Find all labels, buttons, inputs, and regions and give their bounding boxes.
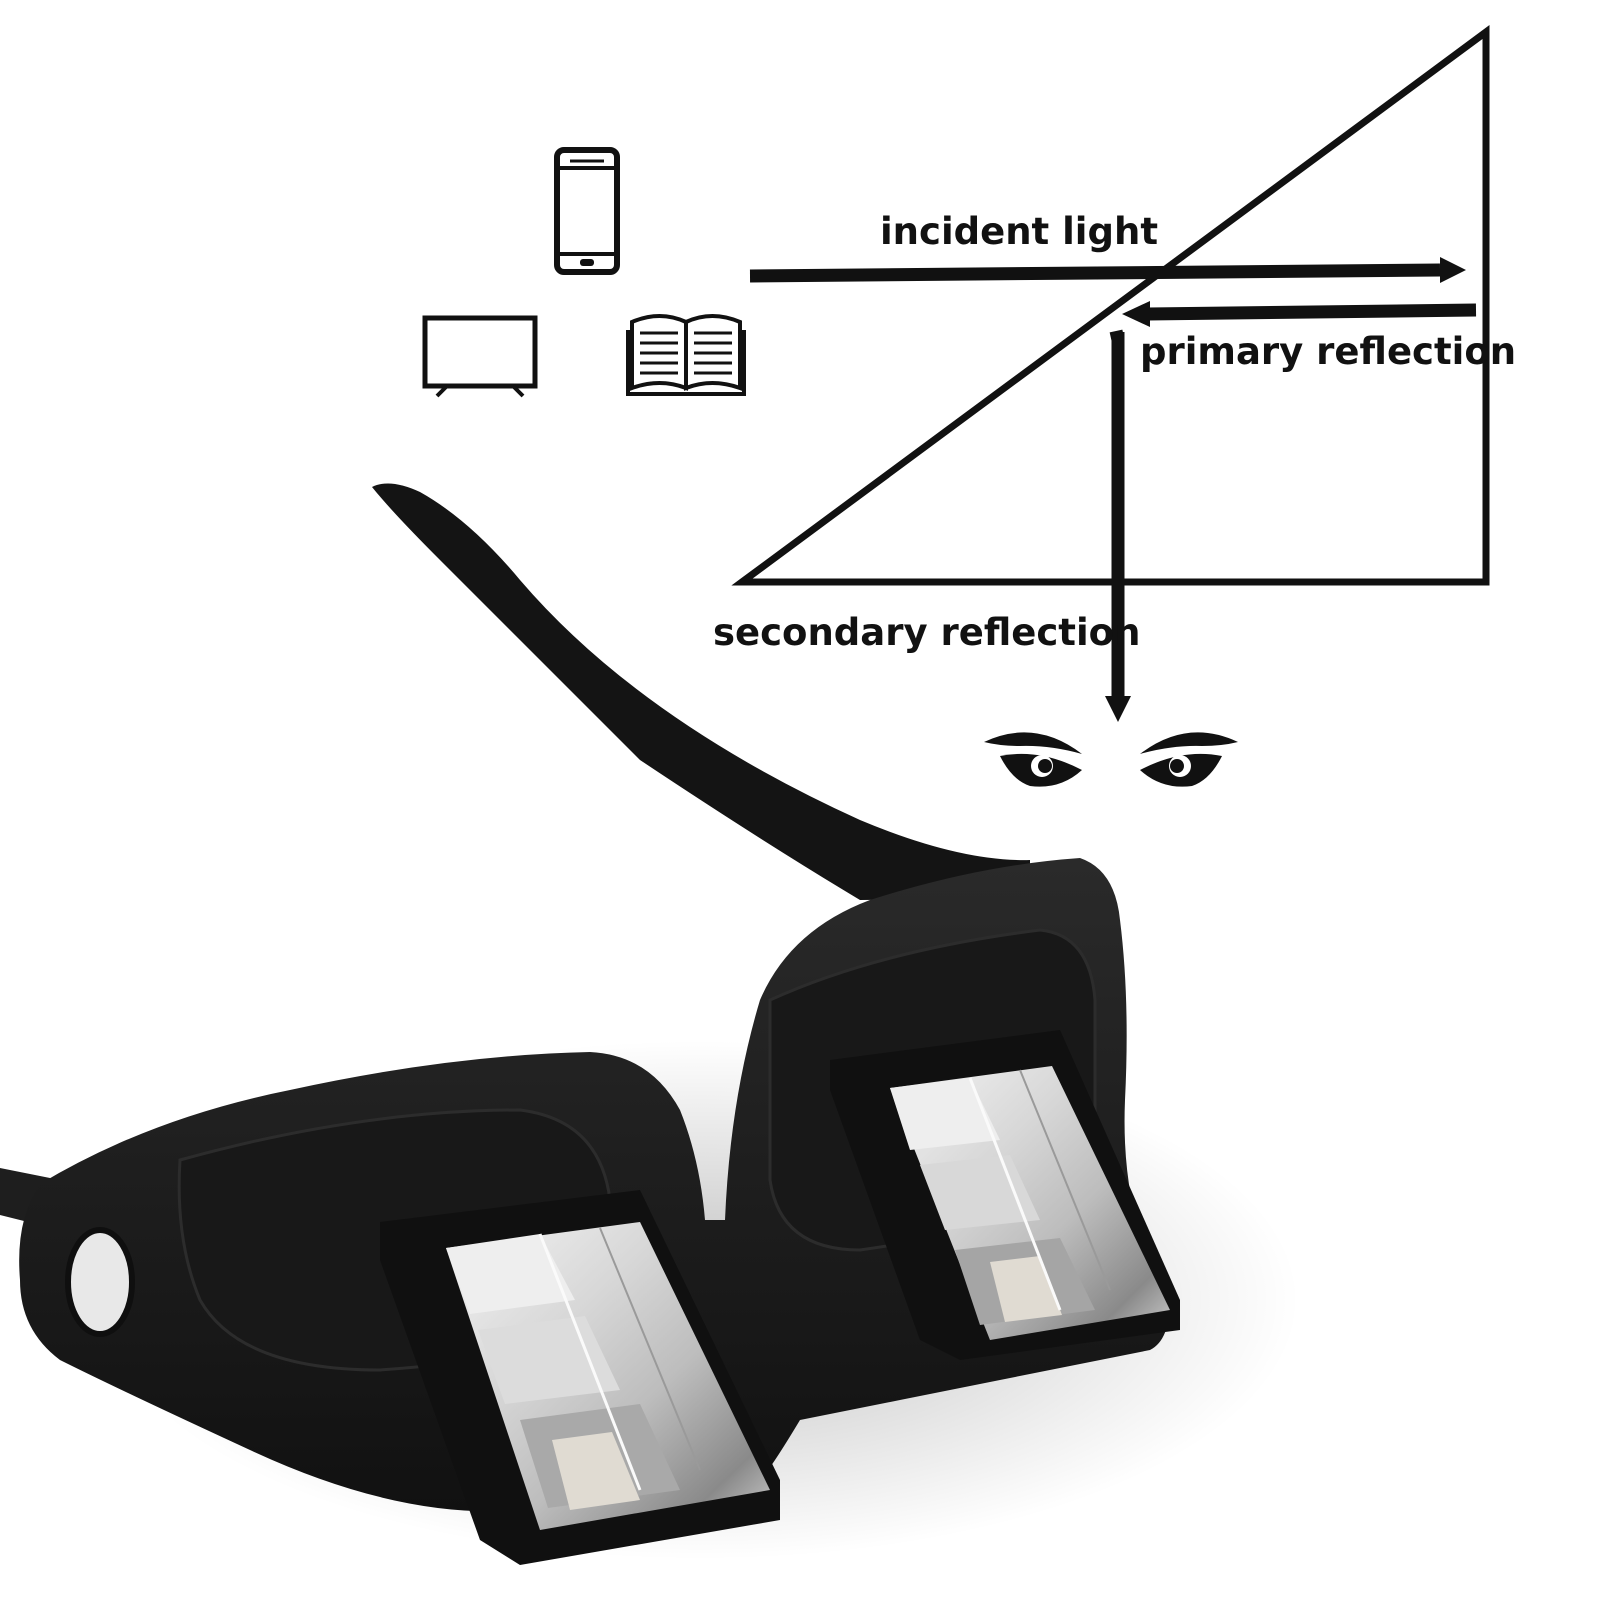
prism-glasses-image	[0, 483, 1300, 1565]
secondary-reflection-arrow	[1105, 329, 1131, 722]
secondary-reflection-label: secondary reflection	[713, 611, 1140, 654]
side-vent	[65, 1227, 135, 1337]
left-eye-icon	[984, 732, 1082, 787]
right-prism-lens	[890, 1066, 1170, 1340]
smartphone-icon	[554, 147, 620, 275]
right-eye-icon	[1140, 732, 1238, 787]
temple-arm	[372, 483, 1030, 900]
incident-light-arrow	[749, 257, 1466, 283]
incident-light-label: incident light	[880, 210, 1158, 253]
left-prism-lens	[446, 1222, 770, 1530]
primary-reflection-label: primary reflection	[1140, 330, 1516, 373]
primary-reflection-arrow	[1122, 301, 1477, 327]
tv-icon	[422, 315, 538, 398]
open-book-icon	[626, 314, 746, 396]
